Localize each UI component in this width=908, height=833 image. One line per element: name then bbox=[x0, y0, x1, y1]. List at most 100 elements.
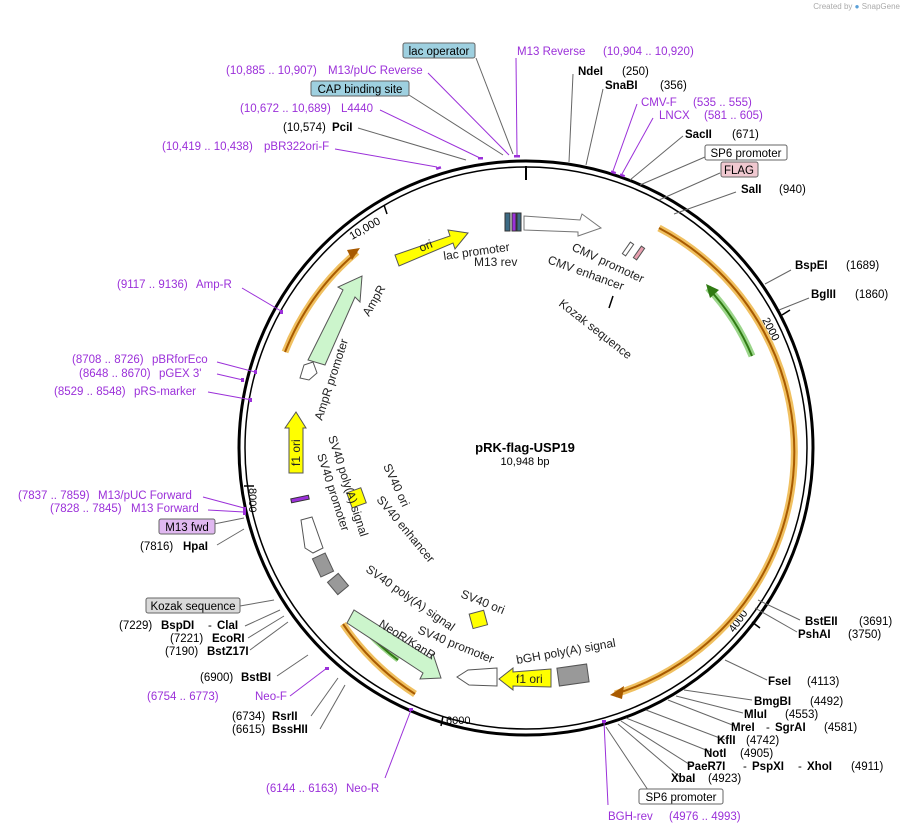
bspdi-name[interactable]: BspDI bbox=[161, 620, 194, 632]
kfli-name[interactable]: KflI bbox=[717, 735, 736, 747]
ndei-name[interactable]: NdeI bbox=[578, 66, 603, 78]
noti-name[interactable]: NotI bbox=[704, 748, 726, 760]
m13-fwd-text: M13 fwd bbox=[165, 522, 208, 534]
f1-ori-lower-label: f1 ori bbox=[516, 672, 543, 686]
green-orf-arrowhead-icon bbox=[706, 284, 719, 298]
lac-operator-block[interactable] bbox=[504, 212, 511, 232]
sv40-promoter-arrow-a[interactable] bbox=[300, 516, 324, 554]
plasmid-name: pRK-flag-USP19 bbox=[475, 440, 575, 455]
snabi-pos: (356) bbox=[660, 80, 687, 92]
m13puc-forward-range: (7837 .. 7859) bbox=[18, 490, 90, 502]
f1-ori-arrow-left[interactable] bbox=[284, 411, 307, 474]
ampr-promoter-arrow[interactable] bbox=[299, 361, 318, 381]
paer7i-pos: (4911) bbox=[851, 761, 884, 773]
cap-site-tag[interactable]: CAP binding site bbox=[310, 80, 410, 97]
tick-10000 bbox=[383, 204, 388, 215]
bsshii-name[interactable]: BssHII bbox=[272, 724, 308, 736]
bstbi-name[interactable]: BstBI bbox=[241, 672, 271, 684]
m13-fwd-tag[interactable]: M13 fwd bbox=[158, 518, 216, 535]
neof-name[interactable]: Neo-F bbox=[255, 691, 287, 703]
neor-primer-name[interactable]: Neo-R bbox=[346, 783, 379, 795]
bspdi-sep: - bbox=[208, 620, 212, 632]
ecori-name[interactable]: EcoRI bbox=[212, 633, 245, 645]
f1-ori-arrow-lower[interactable] bbox=[498, 666, 552, 692]
xhoi-name[interactable]: XhoI bbox=[807, 761, 832, 773]
prs-name[interactable]: pRS-marker bbox=[134, 386, 196, 398]
bghrev-range: (4976 .. 4993) bbox=[669, 811, 741, 823]
m13puc-forward-name[interactable]: M13/pUC Forward bbox=[98, 490, 192, 502]
hpai-name[interactable]: HpaI bbox=[183, 541, 208, 553]
xbai-name[interactable]: XbaI bbox=[671, 773, 695, 785]
bghrev-name[interactable]: BGH-rev bbox=[608, 811, 653, 823]
cmv-promoter-arrow[interactable] bbox=[523, 213, 603, 237]
lncx-range: (581 .. 605) bbox=[704, 110, 763, 122]
bmgbi-name[interactable]: BmgBI bbox=[754, 696, 791, 708]
ori-arrow[interactable] bbox=[394, 229, 469, 267]
leader-lines bbox=[202, 57, 810, 806]
paer7i-name[interactable]: PaeR7I bbox=[687, 761, 725, 773]
bspei-name[interactable]: BspEI bbox=[795, 260, 828, 272]
cap-site-block[interactable] bbox=[516, 212, 522, 232]
sp6-promoter-block[interactable] bbox=[621, 241, 635, 257]
sacii-pos: (671) bbox=[732, 129, 759, 141]
lncx-name[interactable]: LNCX bbox=[659, 110, 690, 122]
ampr-orange-arc-inner bbox=[284, 251, 358, 353]
pshai-name[interactable]: PshAI bbox=[798, 629, 831, 641]
pgex-name[interactable]: pGEX 3' bbox=[159, 368, 201, 380]
neor-kanr-arrow[interactable] bbox=[346, 609, 442, 680]
m13-rev-block[interactable] bbox=[511, 212, 517, 232]
pcii-name[interactable]: PciI bbox=[332, 122, 352, 134]
plasmid-length: 10,948 bp bbox=[501, 456, 550, 468]
m13-fwd-block[interactable] bbox=[290, 494, 310, 504]
mlui-pos: (4553) bbox=[785, 709, 818, 721]
ecori-pos: (7221) bbox=[170, 633, 203, 645]
bspdi-pos: (7229) bbox=[119, 620, 152, 632]
pbr322-name[interactable]: pBR322ori-F bbox=[264, 141, 329, 153]
noti-pos: (4905) bbox=[740, 748, 773, 760]
pgex-range: (8648 .. 8670) bbox=[79, 368, 151, 380]
sv40-promoter-arrow-b[interactable] bbox=[456, 667, 498, 687]
sp6-promoter-bottom-tag[interactable]: SP6 promoter bbox=[638, 788, 724, 805]
bstz17i-name[interactable]: BstZ17I bbox=[207, 646, 249, 658]
sgrai-name[interactable]: SgrAI bbox=[775, 722, 806, 734]
snapgene-logo-icon: ● bbox=[854, 2, 860, 11]
sacii-name[interactable]: SacII bbox=[685, 129, 712, 141]
paer7i-sep: - bbox=[743, 761, 747, 773]
ampr-arrow[interactable] bbox=[307, 275, 363, 366]
pbrforeco-name[interactable]: pBRforEco bbox=[152, 354, 208, 366]
l4440-name[interactable]: L4440 bbox=[341, 103, 373, 115]
kozak-tag[interactable]: Kozak sequence bbox=[145, 597, 241, 614]
fsei-name[interactable]: FseI bbox=[768, 676, 791, 688]
sv40-polya-block-b[interactable] bbox=[326, 572, 350, 596]
mrei-name[interactable]: MreI bbox=[731, 722, 755, 734]
lac-operator-tag[interactable]: lac operator bbox=[402, 42, 476, 59]
mrei-pos: (4581) bbox=[824, 722, 857, 734]
bmgbi-pos: (4492) bbox=[810, 696, 843, 708]
bgh-polya-block[interactable] bbox=[556, 663, 590, 687]
snabi-name[interactable]: SnaBI bbox=[605, 80, 638, 92]
ampr-orange-arrowhead-icon bbox=[347, 248, 360, 260]
insert-orange-arc[interactable] bbox=[613, 224, 798, 698]
sv40-polya-block-a[interactable] bbox=[311, 552, 335, 578]
pspxi-name[interactable]: PspXI bbox=[752, 761, 784, 773]
bglii-name[interactable]: BglII bbox=[811, 289, 836, 301]
clai-name[interactable]: ClaI bbox=[217, 620, 238, 632]
rsrii-name[interactable]: RsrII bbox=[272, 711, 298, 723]
m13puc-reverse-range: (10,885 .. 10,907) bbox=[226, 65, 317, 77]
sp6-promoter-top-tag[interactable]: SP6 promoter bbox=[704, 144, 788, 161]
cmvf-name[interactable]: CMV-F bbox=[641, 97, 677, 109]
flag-block[interactable] bbox=[632, 245, 646, 261]
bsteii-name[interactable]: BstEII bbox=[805, 616, 838, 628]
sali-name[interactable]: SalI bbox=[741, 184, 761, 196]
sv40-ori-block-a[interactable] bbox=[346, 487, 367, 509]
sv40-ori-block-b[interactable] bbox=[468, 609, 489, 630]
neof-range: (6754 .. 6773) bbox=[147, 691, 219, 703]
m13puc-reverse-name[interactable]: M13/pUC Reverse bbox=[328, 65, 423, 77]
mlui-name[interactable]: MluI bbox=[744, 709, 767, 721]
flag-tag[interactable]: FLAG bbox=[720, 161, 759, 178]
ampr-primer-name[interactable]: Amp-R bbox=[196, 279, 232, 291]
m13-reverse-name[interactable]: M13 Reverse bbox=[517, 46, 585, 58]
m13-forward-name[interactable]: M13 Forward bbox=[131, 503, 199, 515]
ampr-label: AmpR bbox=[359, 282, 388, 318]
